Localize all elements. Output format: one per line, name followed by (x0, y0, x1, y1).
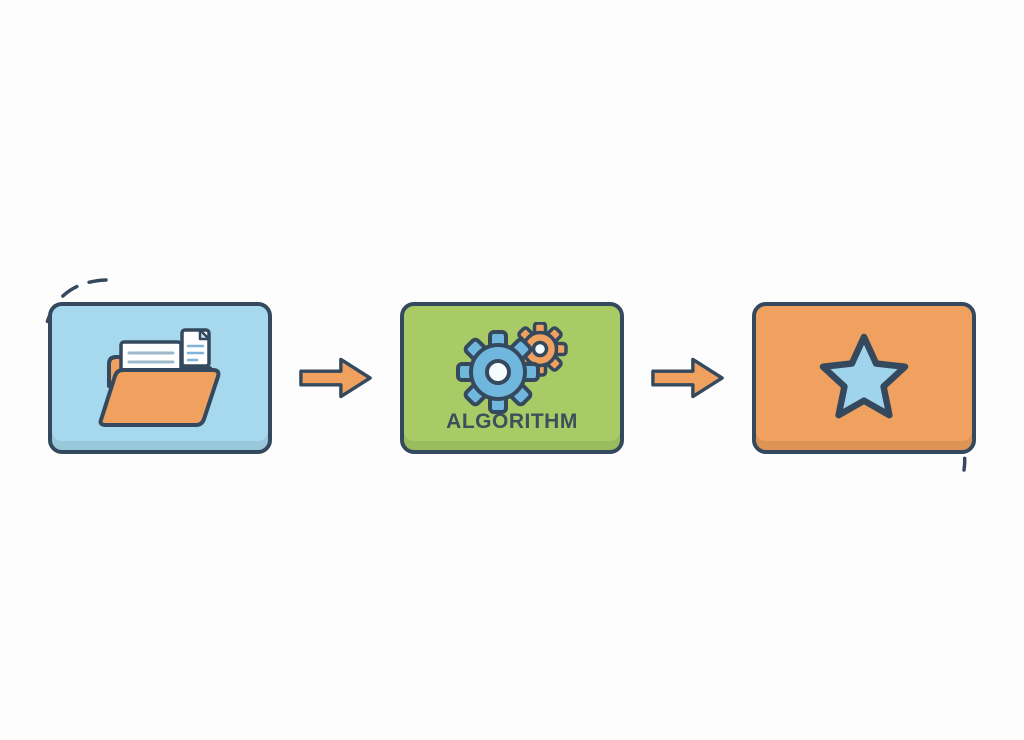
star-icon (819, 333, 909, 419)
gears-icon (456, 322, 568, 414)
node-input-data (48, 302, 272, 454)
node-algorithm: ALGORITHM (400, 302, 624, 454)
pipeline-row: ALGORITHM (0, 299, 1024, 457)
arrow-right-1 (299, 357, 372, 399)
folder-with-documents-icon (98, 328, 221, 427)
node-output-result (752, 302, 976, 454)
arrow-right-2 (651, 357, 724, 399)
algorithm-label: ALGORITHM (446, 410, 578, 433)
